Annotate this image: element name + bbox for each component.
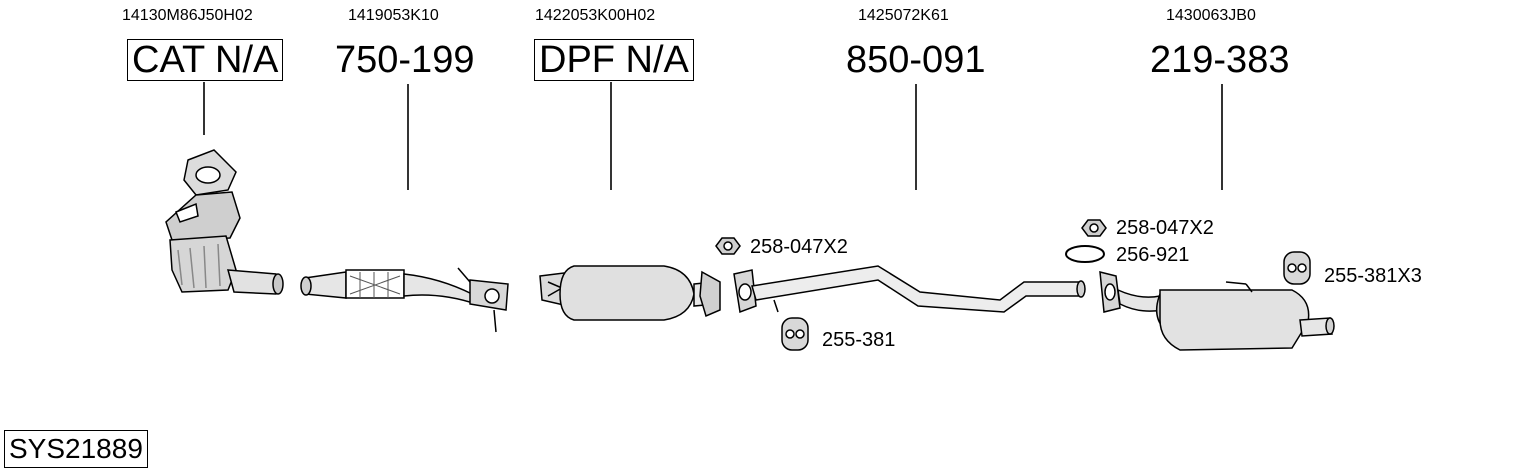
oem-number-front-pipe: 1419053K10 (348, 7, 439, 24)
accessory-label-nut-rear: 258-047X2 (1116, 217, 1214, 239)
oem-number-middle-pipe: 1425072K61 (858, 7, 949, 24)
middle-pipe-drawing (733, 265, 1086, 314)
part-number-rear-silencer: 219-383 (1150, 39, 1290, 81)
gasket-icon (1065, 245, 1105, 263)
accessory-label-nut-front: 258-047X2 (750, 236, 848, 258)
part-number-front-pipe: 750-199 (335, 39, 475, 81)
nut-icon-front (715, 237, 741, 255)
nut-icon-rear (1081, 219, 1107, 237)
dpf-drawing (539, 265, 721, 321)
front-pipe-drawing (300, 267, 509, 333)
oem-number-rear-silencer: 1430063JB0 (1166, 7, 1256, 24)
oem-number-catalyst: 14130M86J50H02 (122, 7, 253, 24)
hanger-icon-middle (773, 299, 809, 351)
part-number-middle-pipe: 850-091 (846, 39, 986, 81)
rear-silencer-drawing (1099, 271, 1335, 351)
system-code-label: SYS21889 (4, 430, 148, 468)
accessory-label-hanger-middle: 255-381 (822, 329, 896, 351)
accessory-label-hanger-rear: 255-381X3 (1324, 265, 1422, 287)
part-number-dpf: DPF N/A (534, 39, 694, 81)
accessory-label-gasket: 256-921 (1116, 244, 1190, 266)
hanger-icon-rear (1283, 251, 1311, 285)
part-number-catalyst: CAT N/A (127, 39, 284, 81)
oem-number-dpf: 1422053K00H02 (535, 7, 656, 24)
catalyst-drawing (165, 149, 284, 295)
